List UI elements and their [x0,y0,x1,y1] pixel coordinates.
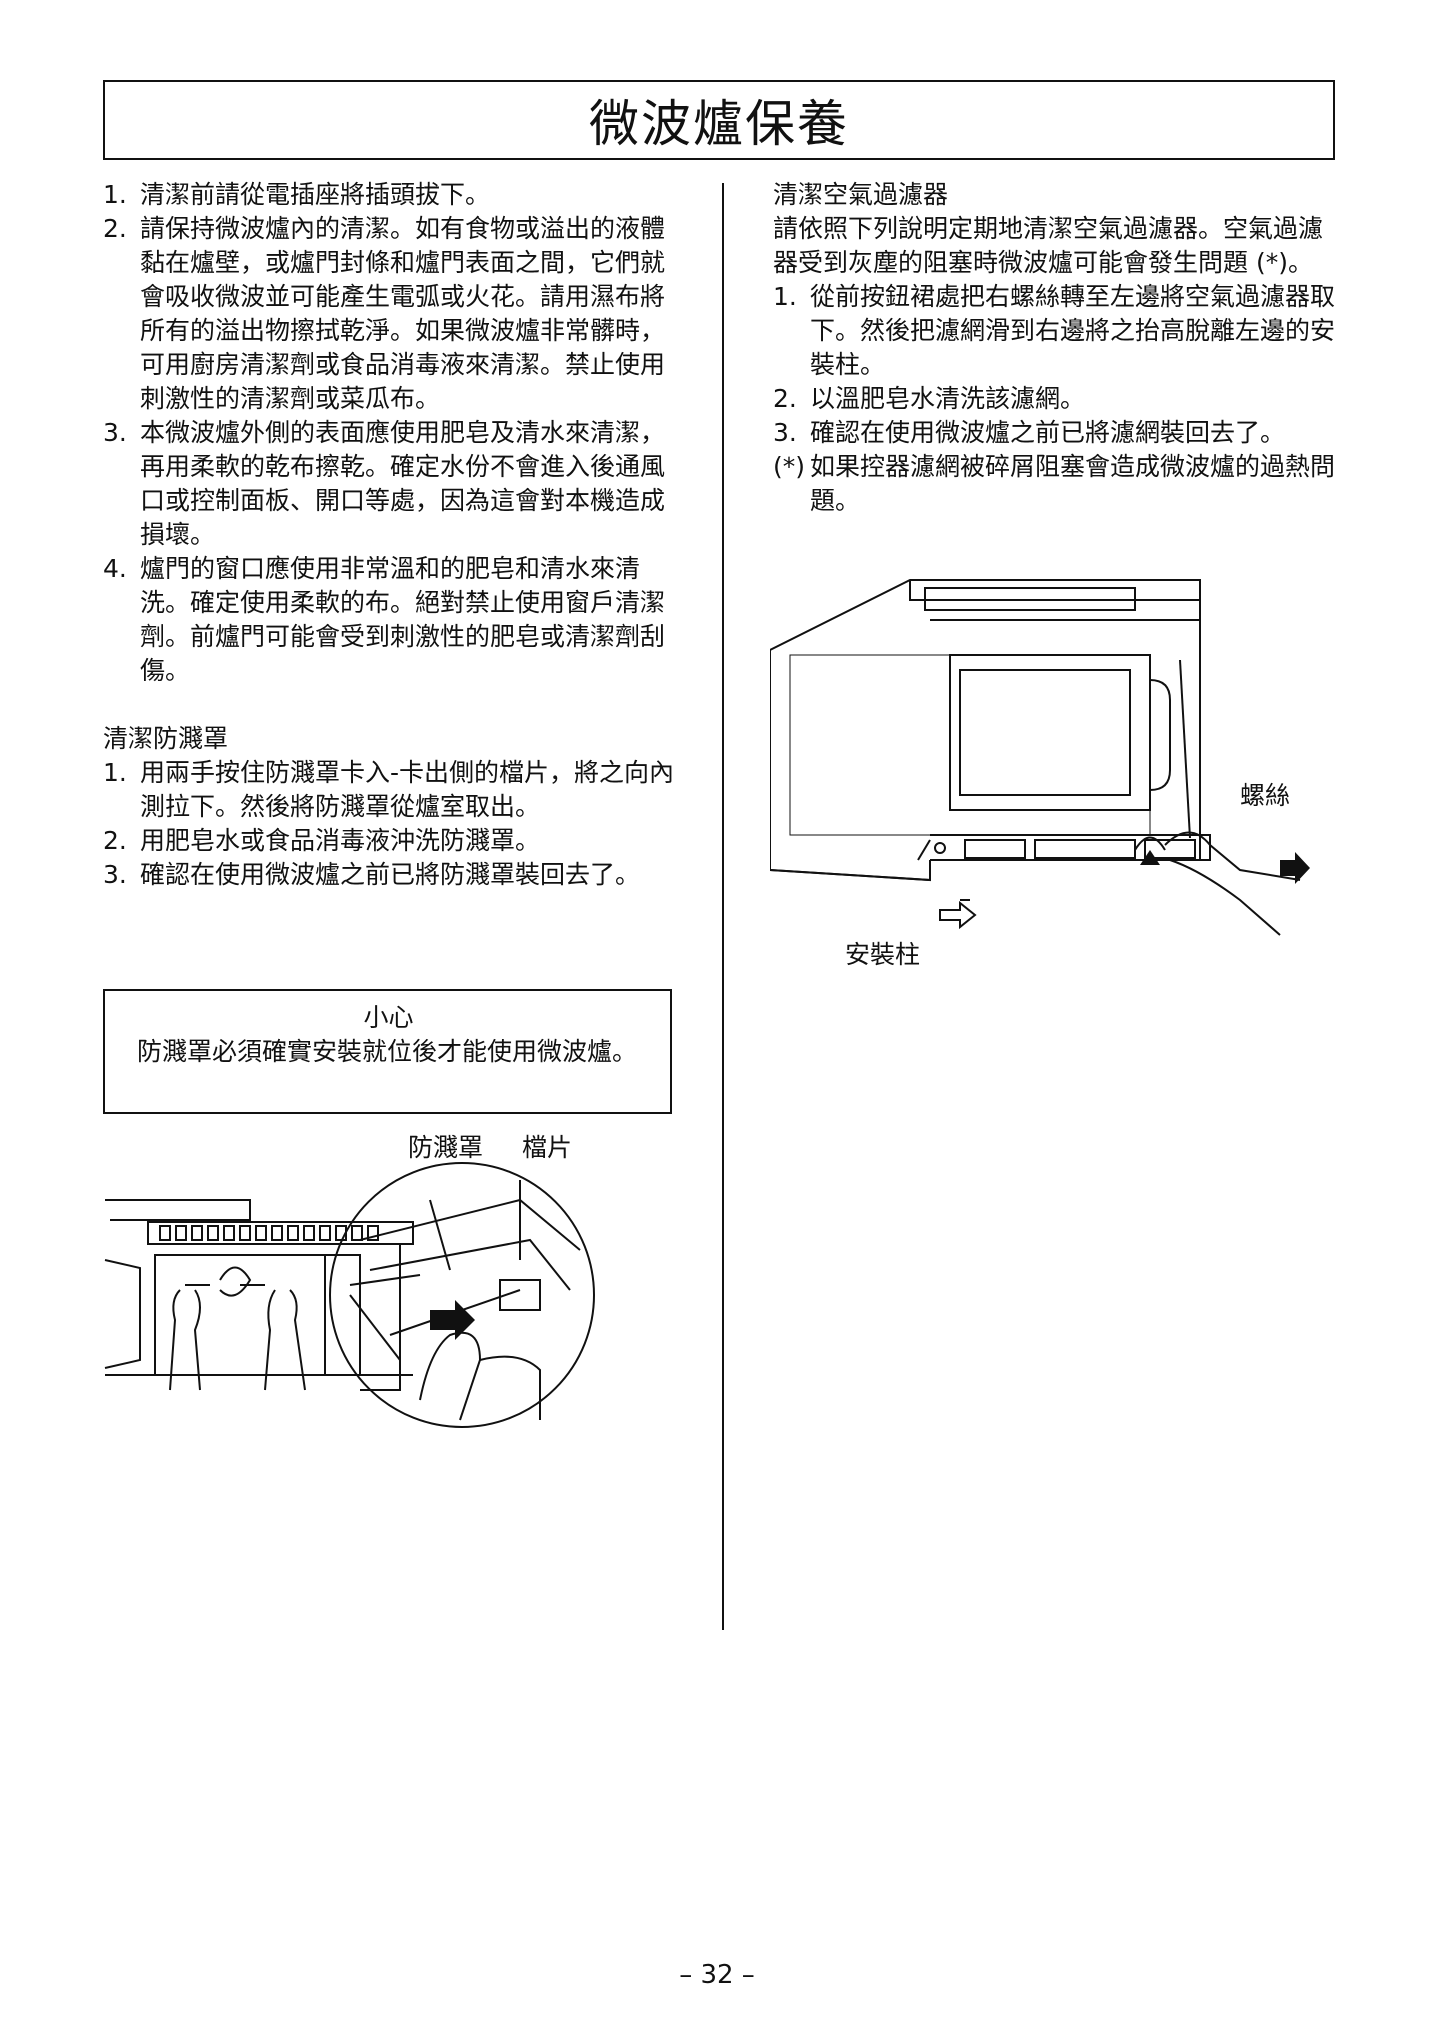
caution-title: 小心 [363,1003,414,1032]
list-item: 3.本微波爐外側的表面應使用肥皂及清水來清潔，再用柔軟的乾布擦乾。確定水份不會進… [103,418,666,549]
list-item: 4.爐門的窗口應使用非常溫和的肥皂和清水來清洗。確定使用柔軟的布。絕對禁止使用窗… [103,554,666,685]
list-item: 2.用肥皂水或食品消毒液沖洗防濺罩。 [103,826,541,855]
air-filter-illustration [770,579,1310,936]
title-box: 微波爐保養 [103,80,1335,160]
air-filter-heading: 清潔空氣過濾器 [773,180,949,209]
air-filter-list: 1.從前按鈕裙處把右螺絲轉至左邊將空氣過濾器取下。然後把濾網滑到右邊將之抬高脫離… [773,280,1343,518]
right-column: 清潔空氣過濾器 請依照下列說明定期地清潔空氣過濾器。空氣過濾器受到灰塵的阻塞時微… [773,178,1343,518]
cleaning-list: 1.清潔前請從電插座將插頭拔下。 2.請保持微波爐內的清潔。如有食物或溢出的液體… [103,178,683,688]
list-item: (*)如果控器濾網被碎屑阻塞會造成微波爐的過熱問題。 [773,452,1336,515]
splash-guard-list: 1.用兩手按住防濺罩卡入-卡出側的檔片，將之向內測拉下。然後將防濺罩從爐室取出。… [103,756,683,892]
page-number: – 32 – [679,1960,755,1990]
list-item: 1.從前按鈕裙處把右螺絲轉至左邊將空氣過濾器取下。然後把濾網滑到右邊將之抬高脫離… [773,282,1336,379]
list-item: 3.確認在使用微波爐之前已將防濺罩裝回去了。 [103,860,641,889]
left-column: 1.清潔前請從電插座將插頭拔下。 2.請保持微波爐內的清潔。如有食物或溢出的液體… [103,178,683,892]
page-title: 微波爐保養 [589,95,849,153]
caution-text: 防濺罩必須確實安裝就位後才能使用微波爐。 [137,1037,638,1066]
air-filter-intro: 請依照下列說明定期地清潔空氣過濾器。空氣過濾器受到灰塵的阻塞時微波爐可能會發生問… [773,214,1324,277]
splash-guard-illustration [104,1162,595,1428]
list-item: 2.以溫肥皂水清洗該濾網。 [773,384,1086,413]
tab-label: 檔片 [522,1133,573,1162]
screw-label: 螺絲 [1240,781,1291,810]
column-divider [722,183,724,1630]
post-label: 安裝柱 [845,940,921,969]
list-item: 3.確認在使用微波爐之前已將濾網裝回去了。 [773,418,1286,447]
splash-guard-label: 防濺罩 [408,1133,484,1162]
list-item: 1.清潔前請從電插座將插頭拔下。 [103,180,491,209]
caution-box: 小心 防濺罩必須確實安裝就位後才能使用微波爐。 [103,989,672,1114]
splash-guard-heading: 清潔防濺罩 [103,724,229,753]
list-item: 2.請保持微波爐內的清潔。如有食物或溢出的液體黏在爐壁，或爐門封條和爐門表面之間… [103,214,666,413]
list-item: 1.用兩手按住防濺罩卡入-卡出側的檔片，將之向內測拉下。然後將防濺罩從爐室取出。 [103,758,675,821]
